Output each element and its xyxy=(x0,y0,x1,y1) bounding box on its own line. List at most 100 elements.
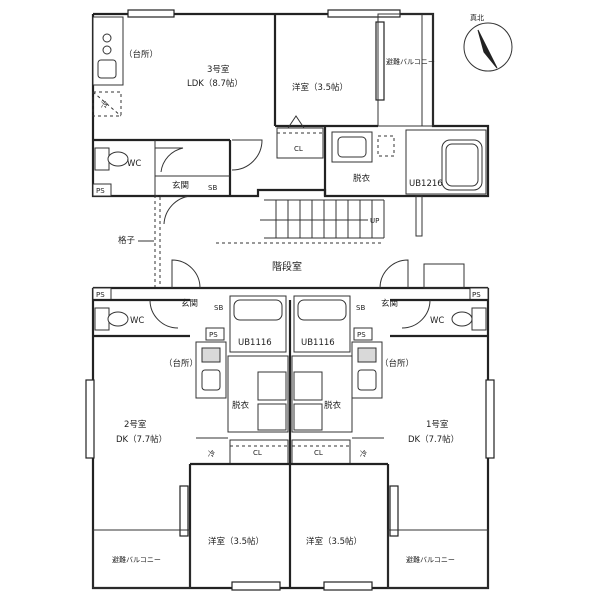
room-label: 脱衣 xyxy=(232,400,250,411)
ps-box-3 xyxy=(92,183,112,197)
room-name: 1号室 xyxy=(426,419,449,430)
room-label: WC xyxy=(127,159,141,169)
ps-box xyxy=(205,327,225,341)
north-arrow-icon xyxy=(477,29,498,69)
bathtub-icon xyxy=(297,299,347,321)
balcony xyxy=(387,529,489,589)
bathtub-icon xyxy=(441,139,483,191)
washer-space xyxy=(257,403,287,431)
toilet-icon xyxy=(107,151,129,167)
closet-door-icon xyxy=(287,115,305,129)
room-label: 洋室（3.5帖） xyxy=(208,536,264,547)
room-name: 2号室 xyxy=(124,419,147,430)
washbasin xyxy=(257,371,287,401)
dressing-room xyxy=(291,355,353,433)
window xyxy=(127,9,175,18)
room-label: DK（7.7帖） xyxy=(408,434,459,445)
unit-bath xyxy=(229,295,287,353)
unit-3-outer-wall xyxy=(91,12,490,198)
room-label: UB1116 xyxy=(238,338,272,348)
balcony-label: 避難バルコニー xyxy=(112,555,161,564)
stair-wall xyxy=(415,195,423,237)
window xyxy=(389,485,399,537)
room-label: UB1116 xyxy=(301,338,335,348)
closet-label: CL xyxy=(314,449,323,457)
sink-icon xyxy=(201,369,221,391)
room-label: （台所） xyxy=(124,49,158,60)
door-swing-icon xyxy=(155,147,184,173)
balcony-3 xyxy=(377,13,434,127)
washer-space xyxy=(293,403,323,431)
room-label: WC xyxy=(130,316,144,326)
bathtub-icon xyxy=(233,299,283,321)
closet-3 xyxy=(276,127,324,159)
washbasin xyxy=(293,371,323,401)
room-label: DK（7.7帖） xyxy=(116,434,167,445)
dressing-room xyxy=(227,355,289,433)
balcony-label: 避難バルコニー xyxy=(406,555,455,564)
stove-icon xyxy=(102,33,112,43)
room-label: 脱衣 xyxy=(324,400,342,411)
toilet-tank xyxy=(471,307,487,331)
bathtub-inner xyxy=(445,143,479,187)
up-label: UP xyxy=(370,217,379,225)
room-label: （台所） xyxy=(380,358,414,369)
room-label: 玄関 xyxy=(172,180,189,191)
toilet-icon xyxy=(451,311,473,327)
door-swing-icon xyxy=(379,259,409,289)
fridge-label: 冷 xyxy=(360,449,367,458)
closet-label: CL xyxy=(253,449,262,457)
room-label: （台所） xyxy=(164,358,198,369)
door-swing-icon xyxy=(171,259,201,289)
compass-label: 真北 xyxy=(470,13,484,22)
room-name: 3号室 xyxy=(207,64,230,75)
ps-label: PS xyxy=(472,291,481,299)
lattice-screen xyxy=(154,195,161,289)
storage-box xyxy=(423,263,465,289)
toilet-icon xyxy=(107,311,129,327)
fridge-label: 冷 xyxy=(208,449,215,458)
window xyxy=(179,485,189,537)
compass: 真北 xyxy=(463,13,513,72)
toilet-tank xyxy=(94,307,110,331)
window xyxy=(485,379,495,459)
unit-bath xyxy=(293,295,351,353)
unit-3: （台所） 3号室 LDK（8.7帖） 洋室（3.5帖） 避難バルコニー WC 玄… xyxy=(91,9,490,225)
unit-bath-3 xyxy=(405,129,487,195)
window xyxy=(231,581,281,591)
room-label: 洋室（3.5帖） xyxy=(292,82,348,93)
window xyxy=(375,21,385,101)
door-swing-icon xyxy=(149,299,179,329)
sink-icon xyxy=(357,369,377,391)
room-label: 玄関 xyxy=(181,298,198,309)
lattice-label: 格子 xyxy=(118,235,136,246)
ps-label: PS xyxy=(209,331,218,339)
basin-icon xyxy=(337,136,367,158)
sb-label: SB xyxy=(356,304,365,312)
ps-label: PS xyxy=(96,291,105,299)
stove-icon xyxy=(102,45,112,55)
toilet-tank-3 xyxy=(94,147,110,171)
door-swing-icon xyxy=(160,195,191,225)
room-label: UB1216 xyxy=(409,179,443,189)
window xyxy=(85,379,95,459)
door-swing-icon xyxy=(231,139,263,171)
stove-icon xyxy=(201,347,221,363)
stair-treads xyxy=(264,199,385,239)
fridge-diagonal xyxy=(92,91,122,117)
ps-box xyxy=(353,327,373,341)
stair-label: 階段室 xyxy=(272,260,302,273)
stair-hall: 格子 UP 階段室 xyxy=(118,195,423,289)
closet-label: CL xyxy=(294,145,303,153)
room-label: LDK（8.7帖） xyxy=(187,78,243,89)
sb-label: SB xyxy=(208,184,217,192)
room-label: 脱衣 xyxy=(353,173,371,184)
fridge-space-3 xyxy=(92,91,122,117)
fridge-label: 冷 xyxy=(101,100,108,109)
balcony xyxy=(92,529,191,589)
balcony-label: 避難バルコニー xyxy=(386,57,435,66)
unit-2: PS WC 玄関 SB UB1116 PS （台所） 脱衣 2号室 DK（7.7… xyxy=(85,259,290,591)
unit-1: PS WC 玄関 SB UB1116 PS （台所） 脱衣 1号室 DK（7.7… xyxy=(290,259,495,591)
ps-label: PS xyxy=(96,187,105,195)
